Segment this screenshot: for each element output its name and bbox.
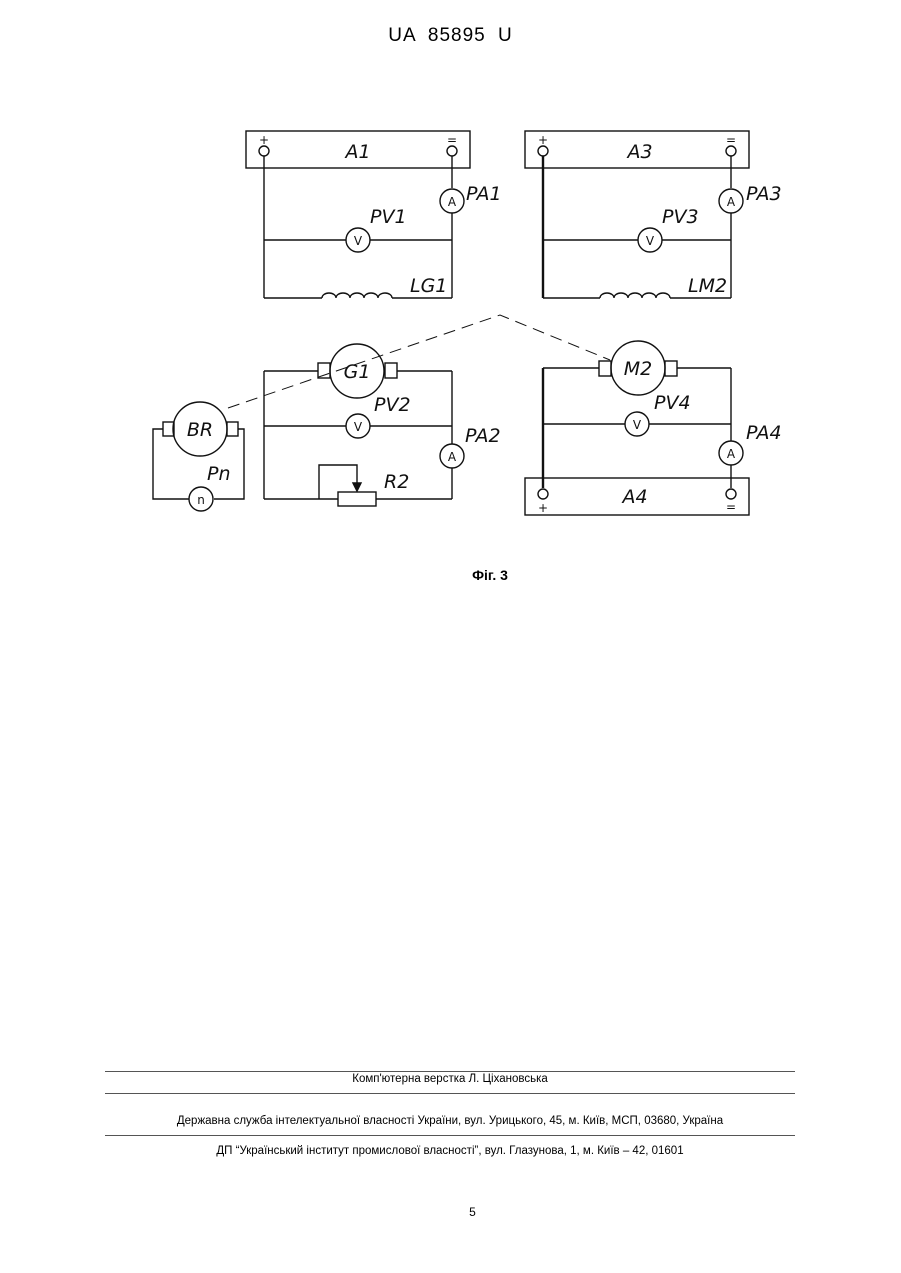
polarity-a4-plus: + [538, 501, 548, 515]
label-g1: G1 [344, 361, 371, 383]
label-r2: R2 [384, 471, 409, 493]
resistor-r2 [338, 492, 376, 506]
footer-layout-credit: Комп'ютерна верстка Л. Ціхановська [105, 1073, 795, 1085]
terminal-a1-minus [447, 146, 457, 156]
footer-divider-1 [105, 1071, 795, 1072]
polarity-a3-minus: = [726, 133, 736, 147]
symbol-pa1: A [448, 195, 457, 209]
label-pv1: PV1 [370, 206, 407, 228]
symbol-pv4: V [633, 418, 642, 432]
terminal-a3-plus [538, 146, 548, 156]
symbol-pv1: V [354, 234, 363, 248]
label-pn: Pn [207, 463, 231, 485]
label-pa4: PA4 [746, 422, 782, 444]
footer-institute: ДП “Український інститут промислової вла… [105, 1145, 795, 1157]
label-pa3: PA3 [746, 183, 782, 205]
terminal-a4-plus [538, 489, 548, 499]
polarity-a1-minus: = [447, 133, 457, 147]
label-a4: A4 [620, 486, 647, 508]
circuit-diagram: A1 A3 A4 + = + = + = PA1 PA3 PA2 PA4 PV1… [0, 0, 901, 600]
label-pv2: PV2 [374, 394, 411, 416]
label-m2: M2 [624, 358, 652, 380]
polarity-a4-minus: = [726, 500, 736, 514]
symbol-pv2: V [354, 420, 363, 434]
symbol-pn: n [197, 493, 205, 507]
symbol-pv3: V [646, 234, 655, 248]
shaft-coupling [228, 315, 610, 408]
footer-divider-3 [105, 1135, 795, 1136]
label-pv3: PV3 [662, 206, 699, 228]
label-pa2: PA2 [465, 425, 501, 447]
winding-lm2 [600, 293, 670, 298]
figure-caption: Фіг. 3 [0, 567, 901, 583]
polarity-a3-plus: + [538, 133, 548, 147]
winding-lg1 [322, 293, 392, 298]
label-a1: A1 [343, 141, 370, 163]
symbol-pa3: A [727, 195, 736, 209]
terminal-a1-plus [259, 146, 269, 156]
terminal-a3-minus [726, 146, 736, 156]
label-lg1: LG1 [410, 275, 447, 297]
footer-divider-2 [105, 1093, 795, 1094]
polarity-a1-plus: + [259, 133, 269, 147]
terminal-a4-minus [726, 489, 736, 499]
label-pv4: PV4 [654, 392, 691, 414]
label-lm2: LM2 [688, 275, 727, 297]
label-br: BR [187, 419, 213, 441]
label-pa1: PA1 [466, 183, 502, 205]
symbol-pa2: A [448, 450, 457, 464]
symbol-pa4: A [727, 447, 736, 461]
label-a3: A3 [625, 141, 652, 163]
page-number: 5 [0, 1205, 901, 1219]
footer-agency: Державна служба інтелектуальної власност… [105, 1115, 795, 1127]
